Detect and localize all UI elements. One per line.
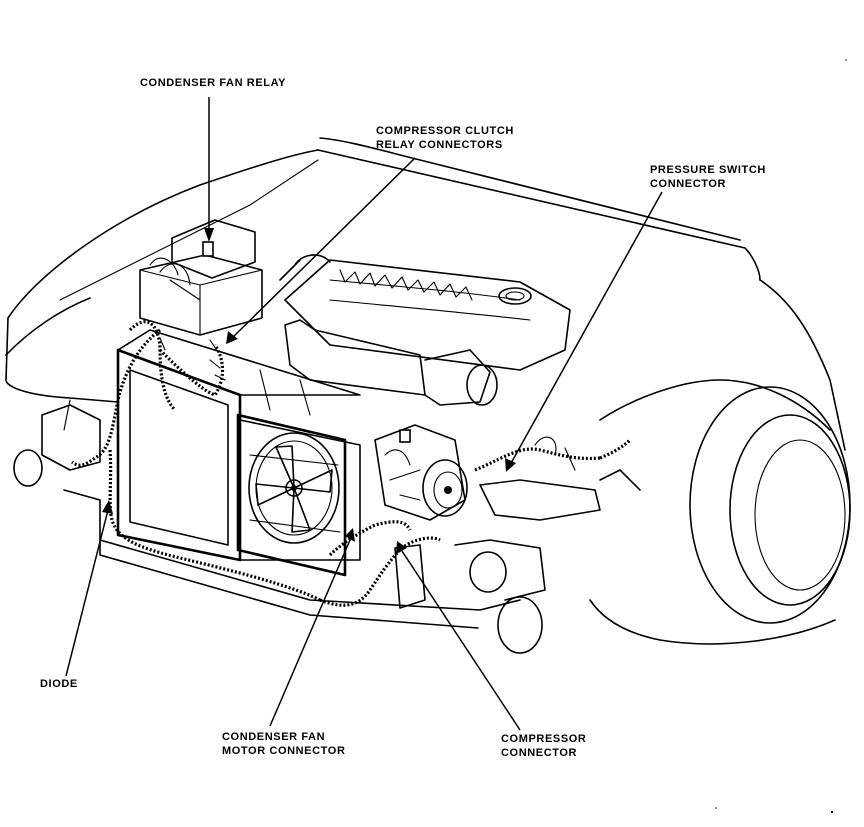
- condenser-fan: [236, 413, 347, 577]
- condenser-fan-motor-line-2: MOTOR CONNECTOR: [222, 745, 346, 757]
- callout-leaders: [65, 97, 663, 731]
- engine-block: [279, 254, 571, 406]
- pressure-switch-line-1: PRESSURE SWITCH: [650, 164, 766, 176]
- hood-outline: [5, 137, 761, 431]
- wiring-harness: [71, 320, 632, 607]
- radiator: [116, 329, 361, 562]
- condenser-fan-relay-text: CONDENSER FAN RELAY: [140, 77, 287, 89]
- compressor-clutch-relay-line-2: RELAY CONNECTORS: [376, 139, 503, 151]
- front-crossmember: [13, 404, 641, 654]
- diode-text: DIODE: [40, 678, 78, 690]
- fender-and-wheel: [589, 279, 851, 645]
- compressor-clutch-relay-line-1: COMPRESSOR CLUTCH: [376, 125, 514, 137]
- condenser-fan-motor-connector-label: CONDENSER FAN MOTOR CONNECTOR: [222, 730, 346, 758]
- condenser-fan-motor-line-1: CONDENSER FAN: [222, 731, 326, 743]
- diode-label: DIODE: [40, 677, 78, 691]
- ac-compressor: [374, 424, 468, 521]
- compressor-connector-line-2: CONNECTOR: [501, 747, 578, 759]
- battery-and-relay-box: [139, 219, 263, 336]
- condenser-fan-relay-label: CONDENSER FAN RELAY: [140, 76, 286, 90]
- compressor-connector-line-1: COMPRESSOR: [501, 733, 587, 745]
- pressure-switch-connector-label: PRESSURE SWITCH CONNECTOR: [650, 163, 766, 191]
- compressor-clutch-relay-connectors-label: COMPRESSOR CLUTCH RELAY CONNECTORS: [376, 124, 514, 152]
- compressor-connector-label: COMPRESSOR CONNECTOR: [501, 732, 586, 760]
- pressure-switch-line-2: CONNECTOR: [650, 178, 727, 190]
- scan-specks: [715, 59, 847, 814]
